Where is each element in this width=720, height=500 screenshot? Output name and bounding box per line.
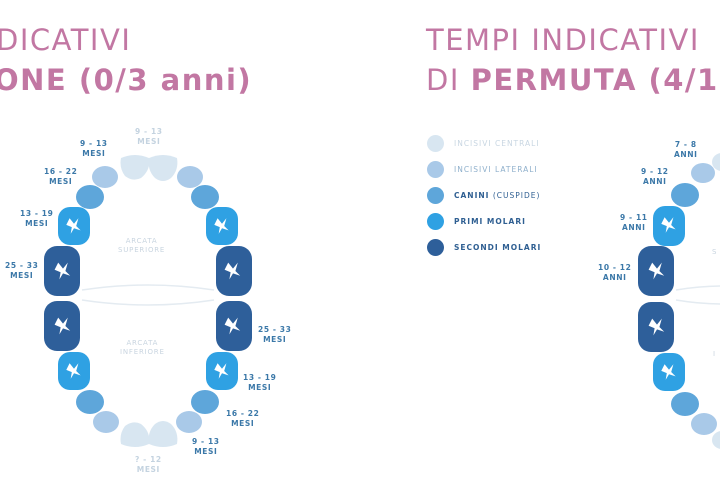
tooth-right-lateral-upper	[691, 163, 715, 183]
legend: INCISIVI CENTRALI INCISIVI LATERALI CANI…	[427, 130, 541, 260]
right-gum-line-upper	[675, 285, 720, 291]
right-title-line2: DI PERMUTA (4/1	[426, 62, 719, 98]
tooth-right-central-upper	[712, 153, 720, 171]
legend-item-incisivi-centrali: INCISIVI CENTRALI	[427, 130, 541, 156]
tooth-right-canine-upper	[671, 183, 699, 207]
legend-dot-icon	[427, 238, 444, 256]
tooth-lower-canine-right	[191, 390, 219, 414]
left-title-line1: DICATIVI	[0, 23, 132, 57]
legend-label: SECONDI MOLARI	[454, 242, 542, 252]
tooth-right-central-lower	[712, 431, 720, 449]
right-title-line1: TEMPI INDICATIVI	[426, 23, 700, 57]
tooth-lower-lateral-left	[93, 411, 119, 433]
legend-item-canini: CANINI (CUSPIDE)	[427, 182, 541, 208]
right-gum-line-lower	[675, 299, 720, 305]
tooth-right-canine-lower	[671, 392, 699, 416]
left-upper-arch	[44, 155, 252, 296]
tooth-right-lateral-lower	[691, 413, 717, 435]
tooth-upper-canine-right	[191, 185, 219, 209]
tooth-lower-lateral-right	[176, 411, 202, 433]
left-title-line2: ONE (0/3 anni)	[0, 63, 253, 97]
legend-item-incisivi-laterali: INCISIVI LATERALI	[427, 156, 541, 182]
tooth-lower-central-right	[148, 421, 178, 447]
right-arch	[638, 153, 720, 449]
legend-label: PRIMI MOLARI	[454, 216, 526, 226]
legend-dot-icon	[427, 134, 444, 152]
tooth-lower-central-left	[120, 422, 150, 447]
legend-label: INCISIVI CENTRALI	[454, 138, 540, 148]
right-arch-upper-fragment: S	[712, 248, 718, 256]
tooth-upper-canine-left	[76, 185, 104, 209]
legend-item-primi-molari: PRIMI MOLARI	[427, 208, 541, 234]
right-arch-lower-fragment: I	[713, 350, 716, 358]
tooth-upper-lateral-left	[92, 166, 118, 188]
legend-dot-icon	[427, 160, 444, 178]
legend-dot-icon	[427, 186, 444, 204]
right-title-suffix: (4/1	[636, 63, 719, 97]
right-title-prefix: DI	[426, 63, 471, 97]
legend-dot-icon	[427, 212, 444, 230]
left-gum-line-upper	[81, 284, 215, 291]
right-title-bold: PERMUTA	[470, 63, 637, 97]
left-lower-arch	[44, 301, 252, 447]
left-gum-line-lower	[81, 299, 215, 306]
legend-item-secondi-molari: SECONDI MOLARI	[427, 234, 541, 260]
legend-label: INCISIVI LATERALI	[454, 164, 538, 174]
tooth-upper-central-right	[148, 155, 178, 181]
tooth-upper-central-left	[120, 155, 150, 180]
tooth-upper-lateral-right	[177, 166, 203, 188]
legend-label: CANINI (CUSPIDE)	[454, 190, 541, 200]
tooth-lower-canine-left	[76, 390, 104, 414]
